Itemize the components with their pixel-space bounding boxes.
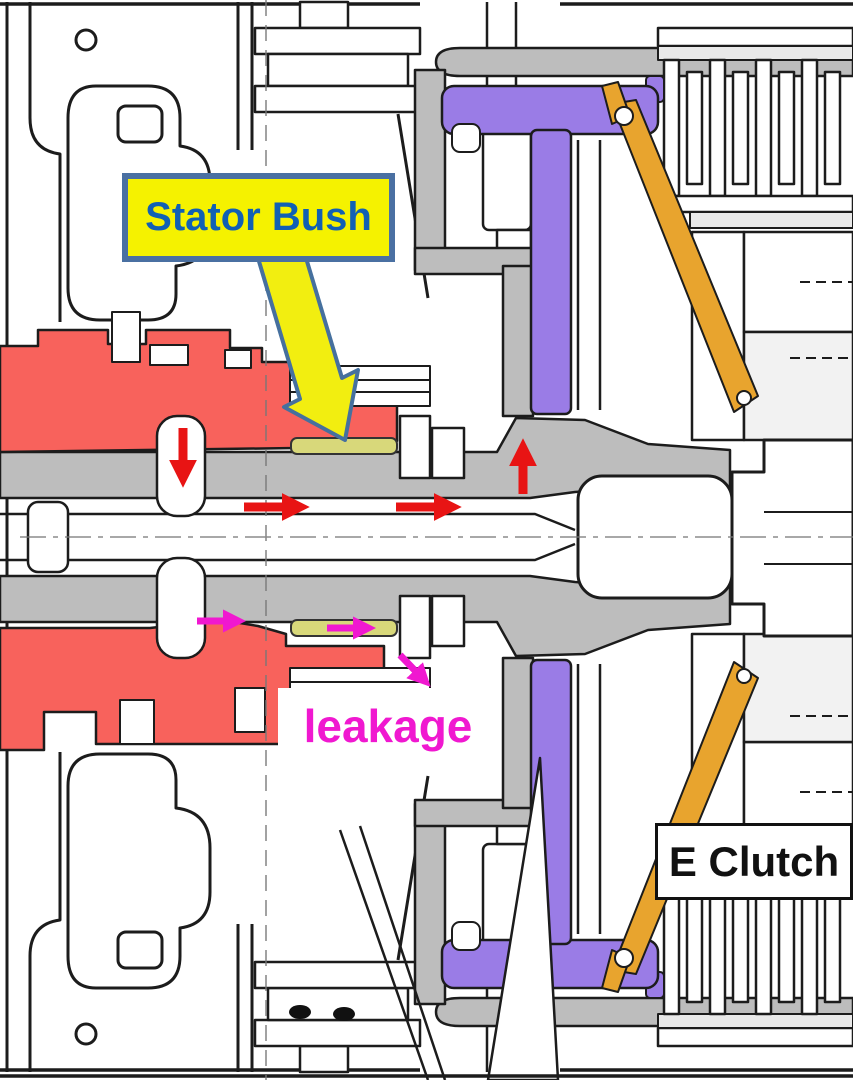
hub-notches [111,311,266,745]
leakage-label-text: leakage [303,700,473,752]
magenta-arrow-down-right-icon [397,652,431,687]
e-clutch-label-text: E Clutch [668,837,840,885]
red-flow-arrows [169,428,537,521]
bottom-line-art [0,756,853,1080]
stator-bush-label: Stator Bush [122,173,395,262]
e-clutch-label: E Clutch [655,823,853,900]
magenta-leak-arrows [197,609,431,687]
stator-bush-label-text: Stator Bush [145,195,372,239]
stator-bush-callout-arrow-icon [256,256,360,442]
leakage-label: leakage [278,688,498,764]
